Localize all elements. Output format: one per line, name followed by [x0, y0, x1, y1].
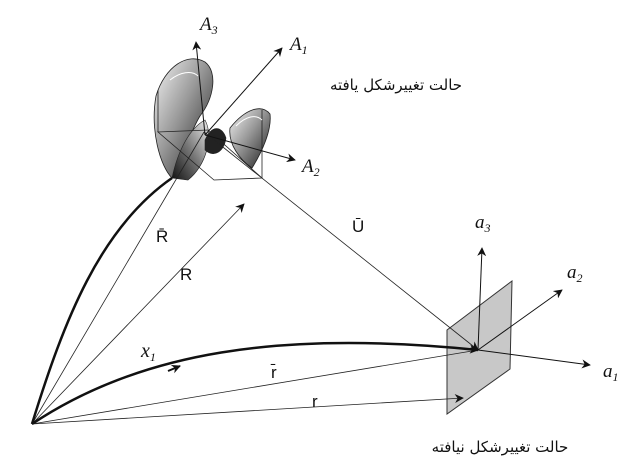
label-U-bar: Ū [352, 217, 364, 236]
label-r: r [312, 392, 318, 411]
label-a1: a1 [603, 361, 619, 384]
a1-axis [477, 349, 591, 369]
label-R-bar: R̄ [156, 227, 168, 246]
label-x1: x1 [140, 340, 156, 364]
a2-axis [477, 289, 563, 351]
undeformed-curve-x1 [31, 341, 479, 426]
R-vector [31, 203, 245, 425]
A3-axis [192, 41, 206, 136]
label-A1: A1 [288, 34, 308, 57]
a3-axis [477, 247, 487, 351]
label-a3: a3 [475, 212, 491, 235]
A2-axis [204, 134, 296, 163]
r-bar-vector [31, 349, 479, 425]
A1-axis [204, 47, 283, 136]
label-r-bar: r̄ [270, 363, 277, 382]
label-a2: a2 [567, 262, 583, 285]
label-A3: A3 [198, 14, 218, 37]
R-bar-vector [31, 131, 205, 425]
label-A2: A2 [300, 156, 320, 179]
caption-deformed: حالت تغییرشکل یافته [330, 76, 462, 94]
deformed-curve [30, 176, 173, 425]
caption-undeformed: حالت تغییرشکل نیافته [432, 438, 569, 456]
label-R: R [180, 265, 192, 284]
x1-direction-arrow [167, 364, 181, 374]
deformed-section [153, 58, 271, 181]
r-vector [31, 393, 464, 425]
undeformed-plate [446, 279, 513, 415]
U-bar-vector [203, 131, 479, 351]
